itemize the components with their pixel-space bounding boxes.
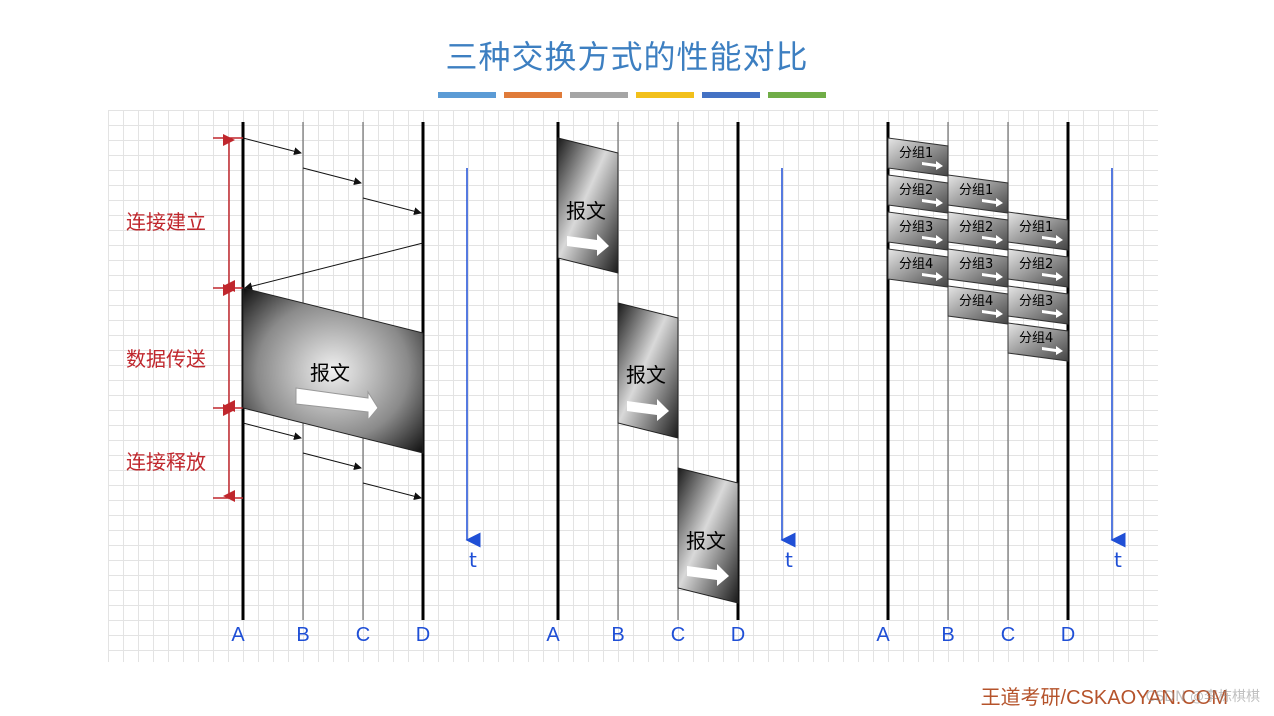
packet-label: 分组1 (959, 183, 994, 198)
node-label-d: D (730, 624, 746, 646)
packet-label: 分组4 (959, 294, 994, 309)
packet-arrow (982, 198, 1003, 207)
node-label-c: C (355, 624, 371, 646)
packet-label: 分组3 (899, 220, 934, 235)
node-label-b: B (296, 624, 310, 646)
packet-label: 分组3 (959, 257, 994, 272)
node-label-a: A (231, 624, 245, 646)
message-label-hop2: 报文 (626, 363, 666, 387)
message-arrow-hop1 (567, 234, 609, 256)
color-bar-segment-1 (438, 92, 496, 98)
time-label-message: t (785, 548, 793, 572)
packet-arrow (922, 272, 943, 281)
message-arrow-hop2 (627, 399, 669, 421)
color-bar-segment-6 (768, 92, 826, 98)
circuit-switching-panel (213, 122, 481, 620)
node-label-d: D (1060, 624, 1076, 646)
packet-label: 分组2 (959, 220, 994, 235)
message-switching-panel (556, 122, 796, 620)
packet-blocks (887, 137, 1069, 362)
phase-label-transfer: 数据传送 (126, 347, 206, 371)
node-label-a: A (546, 624, 560, 646)
packet-arrow (1042, 346, 1063, 355)
phase-brackets (213, 134, 243, 502)
time-label-packet: t (1114, 548, 1122, 572)
node-label-d: D (415, 624, 431, 646)
message-label-hop3: 报文 (686, 529, 726, 553)
packet-label: 分组3 (1019, 294, 1054, 309)
message-block-circuit (242, 287, 424, 454)
packet-label: 分组2 (1019, 257, 1054, 272)
message-label-hop1: 报文 (566, 199, 606, 223)
packet-label: 分组4 (1019, 331, 1054, 346)
title-color-bar (438, 92, 826, 98)
packet-switching-panel (886, 122, 1126, 620)
time-label-circuit: t (469, 548, 477, 572)
phase-label-release: 连接释放 (126, 450, 206, 474)
message-label-circuit: 报文 (310, 361, 350, 385)
node-label-c: C (1000, 624, 1016, 646)
page-title: 三种交换方式的性能对比 (445, 38, 809, 76)
packet-label: 分组1 (1019, 220, 1054, 235)
packet-arrow (922, 198, 943, 207)
color-bar-segment-5 (702, 92, 760, 98)
packet-arrow (922, 235, 943, 244)
packet-arrow (982, 272, 1003, 281)
packet-label: 分组2 (899, 183, 934, 198)
node-label-b: B (611, 624, 625, 646)
packet-label: 分组1 (899, 146, 934, 161)
color-bar-segment-3 (570, 92, 628, 98)
packet-arrow (1042, 272, 1063, 281)
message-arrow-hop3 (687, 564, 729, 586)
footer-brand: 王道考研/CSKAOYAN.COM (980, 687, 1228, 709)
packet-arrow (1042, 309, 1063, 318)
connect-request-arrows (242, 137, 424, 291)
packet-arrow (922, 161, 943, 170)
color-bar-segment-2 (504, 92, 562, 98)
phase-label-connect: 连接建立 (126, 210, 206, 234)
color-bar-segment-4 (636, 92, 694, 98)
node-label-c: C (670, 624, 686, 646)
message-arrow-circuit (295, 387, 379, 422)
csdn-watermark: CSDN @李栋棋棋 (1145, 689, 1260, 705)
node-label-b: B (941, 624, 955, 646)
packet-arrow (1042, 235, 1063, 244)
packet-arrow (982, 235, 1003, 244)
release-arrows (242, 422, 422, 501)
packet-label: 分组4 (899, 257, 934, 272)
packet-arrow (982, 309, 1003, 318)
node-label-a: A (876, 624, 890, 646)
